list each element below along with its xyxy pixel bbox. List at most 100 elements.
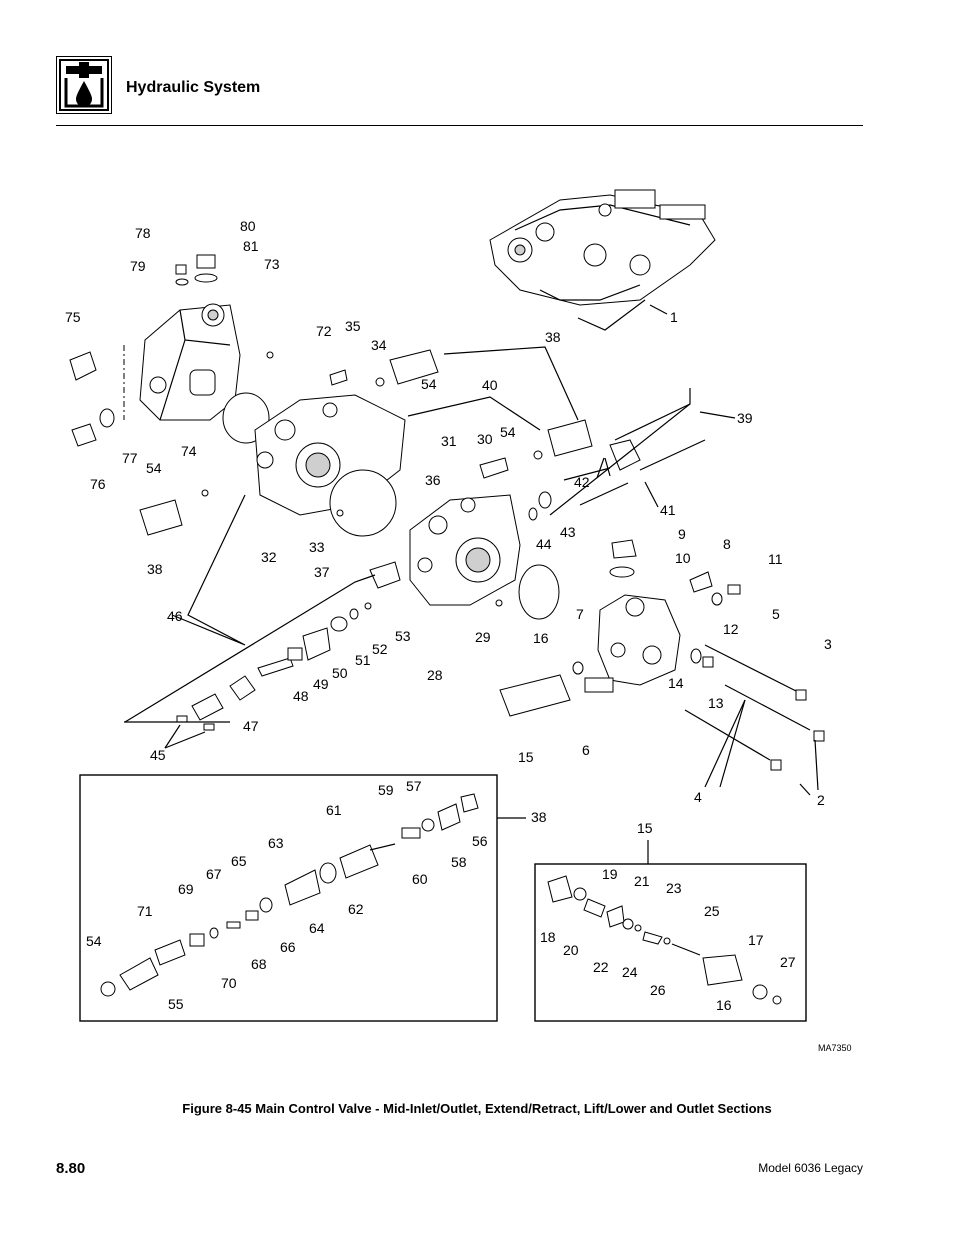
callout: 29 xyxy=(475,629,491,645)
header-divider xyxy=(56,125,863,126)
callout: 28 xyxy=(427,667,443,683)
callout: 45 xyxy=(150,747,166,763)
detail-box-15 xyxy=(534,863,807,1022)
page-title: Hydraulic System xyxy=(126,79,261,96)
callout: 37 xyxy=(314,564,330,580)
callout: 44 xyxy=(536,536,552,552)
callout: 16 xyxy=(533,630,549,646)
callout: 72 xyxy=(316,323,332,339)
callout: 67 xyxy=(206,866,222,882)
callout: 54 xyxy=(500,424,516,440)
mid-inlet-section-drawing xyxy=(69,254,274,447)
page-number: 8.80 xyxy=(56,1160,86,1177)
callout: 42 xyxy=(574,474,590,490)
callout: 59 xyxy=(378,782,394,798)
callout: 76 xyxy=(90,476,106,492)
callout: 3 xyxy=(824,636,832,652)
callout: 14 xyxy=(668,675,684,691)
figure-caption: Figure 8-45 Main Control Valve - Mid-Inl… xyxy=(182,1101,772,1116)
callout: 35 xyxy=(345,318,361,334)
spool-parts-drawing xyxy=(176,602,372,731)
callout: 43 xyxy=(560,524,576,540)
drawing-id: MA7350 xyxy=(818,1043,852,1053)
callout: 63 xyxy=(268,835,284,851)
callout: 31 xyxy=(441,433,457,449)
callout: 50 xyxy=(332,665,348,681)
relief-valve-parts-drawing xyxy=(100,793,479,997)
model-label: Model 6036 Legacy xyxy=(758,1161,863,1175)
callout: 20 xyxy=(563,942,579,958)
callout: 25 xyxy=(704,903,720,919)
callout: 11 xyxy=(768,551,783,567)
callout: 18 xyxy=(540,929,556,945)
callout: 47 xyxy=(243,718,259,734)
callout: 8 xyxy=(723,536,731,552)
callout: 49 xyxy=(313,676,329,692)
callout: 81 xyxy=(243,238,259,254)
callout: 6 xyxy=(582,742,590,758)
callout: 60 xyxy=(412,871,428,887)
callout: 54 xyxy=(86,933,102,949)
assembled-valve-drawing xyxy=(489,189,716,331)
callout-labels: 1 2 3 4 5 6 7 8 9 10 11 12 13 14 15 16 1… xyxy=(65,218,832,1013)
callout: 64 xyxy=(309,920,325,936)
callout: 21 xyxy=(634,873,650,889)
callout: 4 xyxy=(694,789,702,805)
callout: 54 xyxy=(146,460,162,476)
callout: 38 xyxy=(545,329,561,345)
callout: 46 xyxy=(167,608,183,624)
callout: 62 xyxy=(348,901,364,917)
callout: 16 xyxy=(716,997,732,1013)
leader-lines xyxy=(124,346,819,796)
callout: 68 xyxy=(251,956,267,972)
callout: 71 xyxy=(137,903,153,919)
callout: 78 xyxy=(135,225,151,241)
callout: 15 xyxy=(637,820,653,836)
callout: 48 xyxy=(293,688,309,704)
callout: 56 xyxy=(472,833,488,849)
callout: 26 xyxy=(650,982,666,998)
callout: 69 xyxy=(178,881,194,897)
callout: 22 xyxy=(593,959,609,975)
callout: 10 xyxy=(675,550,691,566)
callout: 75 xyxy=(65,309,81,325)
extend-retract-section-drawing xyxy=(139,349,439,537)
callout: 39 xyxy=(737,410,753,426)
callout: 80 xyxy=(240,218,256,234)
callout: 38 xyxy=(531,809,547,825)
callout: 58 xyxy=(451,854,467,870)
callout: 19 xyxy=(602,866,618,882)
callout: 41 xyxy=(660,502,676,518)
callout: 34 xyxy=(371,337,387,353)
check-valve-parts-drawing xyxy=(547,875,782,1005)
callout: 52 xyxy=(372,641,388,657)
callout: 36 xyxy=(425,472,441,488)
callout: 15 xyxy=(518,749,534,765)
callout: 2 xyxy=(817,792,825,808)
callout: 38 xyxy=(147,561,163,577)
callout: 32 xyxy=(261,549,277,565)
callout: 40 xyxy=(482,377,498,393)
callout: 55 xyxy=(168,996,184,1012)
hydraulic-system-icon xyxy=(56,56,112,114)
callout: 54 xyxy=(421,376,437,392)
callout: 74 xyxy=(181,443,197,459)
lift-lower-section-drawing xyxy=(369,403,706,620)
callout: 7 xyxy=(576,606,584,622)
callout: 27 xyxy=(780,954,796,970)
callout: 12 xyxy=(723,621,739,637)
callout: 17 xyxy=(748,932,764,948)
callout: 33 xyxy=(309,539,325,555)
callout: 53 xyxy=(395,628,411,644)
callout: 30 xyxy=(477,431,493,447)
callout: 66 xyxy=(280,939,296,955)
callout: 51 xyxy=(355,652,371,668)
outlet-section-drawing xyxy=(499,539,825,771)
callout: 23 xyxy=(666,880,682,896)
callout: 9 xyxy=(678,526,686,542)
callout: 24 xyxy=(622,964,638,980)
callout: 65 xyxy=(231,853,247,869)
callout: 79 xyxy=(130,258,146,274)
callout: 77 xyxy=(122,450,138,466)
